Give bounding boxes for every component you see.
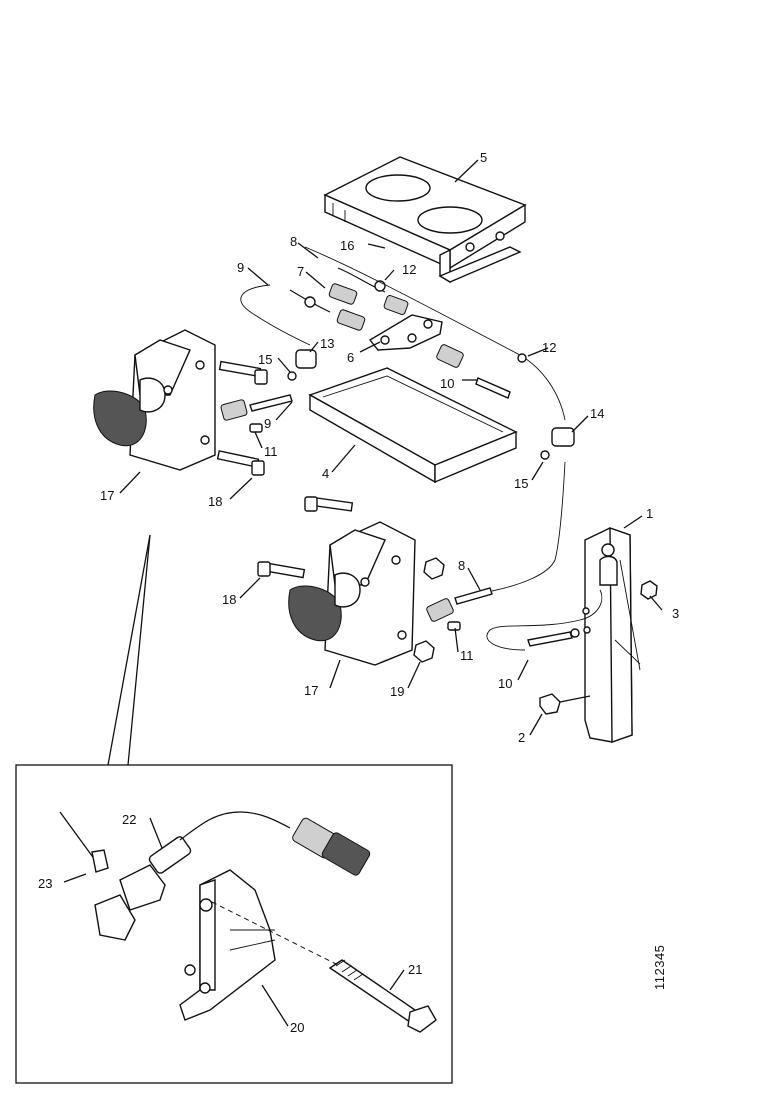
screw-part-2 xyxy=(539,693,591,715)
mounting-bracket-part-5 xyxy=(323,156,527,284)
lever-bracket-part-1 xyxy=(582,527,641,743)
tray-part-4 xyxy=(308,367,518,484)
callout-8: 8 xyxy=(290,234,297,249)
callout-14: 14 xyxy=(590,406,604,421)
callout-18: 18 xyxy=(208,494,222,509)
callout-3: 3 xyxy=(672,606,679,621)
nut-part-19 xyxy=(413,640,435,663)
probe-part-23 xyxy=(59,811,109,873)
bolt-lower-a xyxy=(304,496,354,512)
connector-lower-right xyxy=(527,628,580,647)
cable-harness-upper-right xyxy=(304,246,566,421)
callout-12: 12 xyxy=(542,340,556,355)
leader-lines xyxy=(107,159,663,766)
connector-group-upper xyxy=(289,267,409,331)
cable-lower-middle xyxy=(491,461,566,592)
connector-upper-left xyxy=(220,394,293,433)
nut-part-3 xyxy=(640,580,658,600)
callout-7: 7 xyxy=(297,264,304,279)
callout-23: 23 xyxy=(38,876,52,891)
callout-18: 18 xyxy=(222,592,236,607)
bolt-lower-part-18 xyxy=(257,561,306,579)
callout-5: 5 xyxy=(480,150,487,165)
callout-20: 20 xyxy=(290,1020,304,1035)
callout-11: 11 xyxy=(264,444,278,459)
sensor-part-22 xyxy=(94,811,291,941)
callout-6: 6 xyxy=(347,350,354,365)
connector-group-right xyxy=(436,344,575,460)
callout-1: 1 xyxy=(646,506,653,521)
callout-22: 22 xyxy=(122,812,136,827)
bolt-part-21 xyxy=(328,959,437,1033)
detail-inset xyxy=(15,764,453,1084)
actuator-upper-part-17 xyxy=(93,329,216,471)
connector-lower-middle xyxy=(426,587,493,631)
callout-13: 13 xyxy=(320,336,334,351)
callout-labels: 5 16 8 9 7 12 6 12 13 15 10 14 9 11 15 4… xyxy=(38,150,679,1035)
callout-11: 11 xyxy=(460,648,474,663)
callout-21: 21 xyxy=(408,962,422,977)
callout-2: 2 xyxy=(518,730,525,745)
assembly-axis-line xyxy=(211,901,341,967)
callout-17: 17 xyxy=(304,683,318,698)
actuator-lower-part-17 xyxy=(288,521,416,666)
bolt-upper-a xyxy=(218,360,268,385)
callout-17: 17 xyxy=(100,488,114,503)
bolt-upper-part-18 xyxy=(216,450,265,476)
plate-part-6 xyxy=(368,314,443,351)
callout-12: 12 xyxy=(402,262,416,277)
callout-19: 19 xyxy=(390,684,404,699)
bracket-part-20 xyxy=(179,869,276,1021)
callout-15: 15 xyxy=(514,476,528,491)
nut-lower-a xyxy=(423,557,445,580)
callout-9: 9 xyxy=(237,260,244,275)
clip-part-13 xyxy=(287,349,317,381)
callout-4: 4 xyxy=(322,466,329,481)
callout-10: 10 xyxy=(498,676,512,691)
callout-16: 16 xyxy=(340,238,354,253)
callout-15: 15 xyxy=(258,352,272,367)
callout-8: 8 xyxy=(458,558,465,573)
cable-harness-upper-left xyxy=(240,284,311,346)
connector-detail xyxy=(292,817,371,876)
callout-10: 10 xyxy=(440,376,454,391)
callout-9: 9 xyxy=(264,416,271,431)
reference-number: 112345 xyxy=(652,945,667,990)
cable-lower-loop xyxy=(486,589,603,651)
